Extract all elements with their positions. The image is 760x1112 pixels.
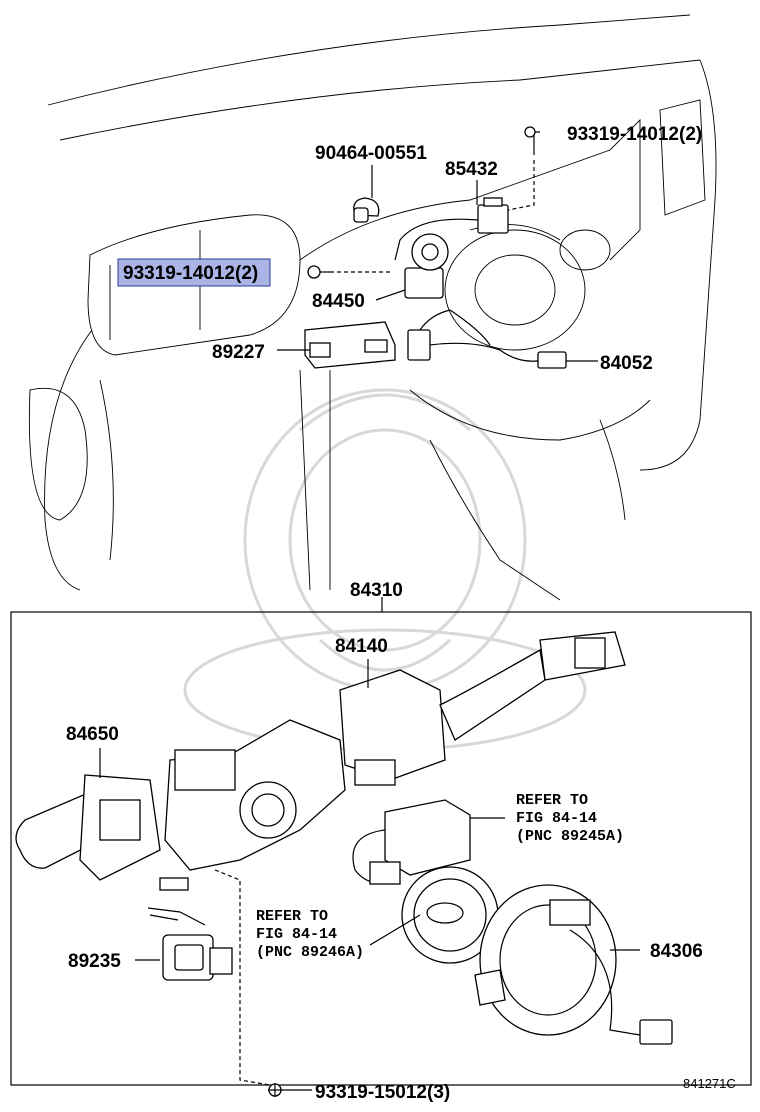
ref-line: (PNC 89245A) (516, 828, 624, 845)
diagram-code: 841271C (683, 1076, 736, 1091)
callout-part-84052[interactable]: 84052 (600, 353, 653, 374)
assembly-box (10, 611, 752, 1086)
callout-part-84306[interactable]: 84306 (650, 941, 703, 962)
callout-assembly-84310[interactable]: 84310 (350, 580, 403, 601)
callout-bolt-left[interactable]: 93319-14012(2) (123, 263, 258, 284)
dashboard-outline (28, 14, 717, 601)
ref-line: FIG 84-14 (516, 810, 597, 827)
ref-line: REFER TO (256, 908, 328, 925)
ref-line: REFER TO (516, 792, 588, 809)
callout-part-84450[interactable]: 84450 (312, 291, 365, 312)
callout-clamp-90464[interactable]: 90464-00551 (315, 143, 427, 164)
callout-bolt-bottom[interactable]: 93319-15012(3) (315, 1082, 450, 1103)
callout-part-85432[interactable]: 85432 (445, 159, 498, 180)
callout-part-89235[interactable]: 89235 (68, 951, 121, 972)
lower-components (15, 631, 673, 1097)
callout-bolt-top-right[interactable]: 93319-14012(2) (567, 124, 702, 145)
upper-leaders (277, 160, 598, 362)
ref-line: (PNC 89246A) (256, 944, 364, 961)
callout-part-89227[interactable]: 89227 (212, 342, 265, 363)
reference-note-89245a: REFER TO FIG 84-14 (PNC 89245A) (516, 792, 624, 845)
callout-part-84650[interactable]: 84650 (66, 724, 119, 745)
upper-components (304, 126, 567, 369)
lower-leaders (99, 659, 640, 1091)
ref-line: FIG 84-14 (256, 926, 337, 943)
highlight-box (117, 258, 271, 287)
callout-part-84140[interactable]: 84140 (335, 636, 388, 657)
reference-note-89246a: REFER TO FIG 84-14 (PNC 89246A) (256, 908, 364, 961)
